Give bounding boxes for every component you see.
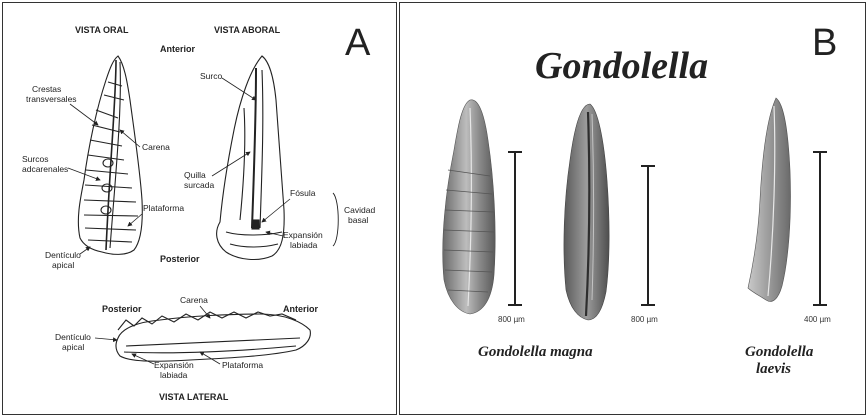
panel-b-title: Gondolella	[535, 45, 708, 87]
header-anterior-top: Anterior	[160, 44, 196, 54]
label-cavidad-1: Cavidad	[344, 205, 375, 215]
label-denticulo-2: apical	[52, 260, 74, 270]
specimen-1-image	[443, 100, 495, 314]
panel-a-letter: A	[345, 22, 371, 64]
header-posterior-mid: Posterior	[160, 254, 200, 264]
label-lat-expansion-2: labiada	[160, 370, 188, 380]
label-plataforma: Plataforma	[143, 203, 184, 213]
oral-view-drawing	[78, 56, 142, 254]
header-vista-oral: VISTA ORAL	[75, 25, 129, 35]
label-surcos-1: Surcos	[22, 154, 48, 164]
header-anterior-lateral: Anterior	[283, 304, 319, 314]
brace-cavidad	[333, 193, 338, 246]
scale-label-3: 400 µm	[804, 315, 831, 324]
species-label-1: Gondolella magna	[478, 344, 593, 360]
label-cavidad-2: basal	[348, 215, 368, 225]
scale-label-1: 800 µm	[498, 315, 525, 324]
scale-label-2: 800 µm	[631, 315, 658, 324]
arrow-fosula	[262, 199, 290, 222]
arrow-lat-plataforma	[200, 352, 220, 364]
arrow-lat-denticulo	[95, 338, 117, 340]
header-vista-aboral: VISTA ABORAL	[214, 25, 281, 35]
arrow-surco	[222, 78, 256, 100]
label-surco: Surco	[200, 71, 222, 81]
label-lat-carena: Carena	[180, 295, 208, 305]
label-surcos-2: adcarenales	[22, 164, 68, 174]
specimen-2-image	[564, 104, 609, 320]
label-expansion-1: Expansión	[283, 230, 323, 240]
arrow-lat-expansion	[132, 354, 154, 364]
label-lat-expansion-1: Expansión	[154, 360, 194, 370]
label-crestas-2: transversales	[26, 94, 77, 104]
arrow-crestas	[70, 104, 98, 125]
label-carena: Carena	[142, 142, 170, 152]
label-quilla-1: Quilla	[184, 170, 206, 180]
header-posterior-lateral: Posterior	[102, 304, 142, 314]
arrow-denticulo	[80, 247, 90, 254]
species-label-2-line1: Gondolella	[745, 344, 814, 360]
arrow-carena	[120, 130, 140, 147]
label-crestas-1: Crestas	[32, 84, 61, 94]
species-label-2-line2: laevis	[756, 361, 791, 377]
panel-b-letter: B	[812, 22, 837, 64]
label-lat-denticulo-2: apical	[62, 342, 84, 352]
label-lat-plataforma: Plataforma	[222, 360, 263, 370]
header-vista-lateral: VISTA LATERAL	[159, 392, 229, 402]
label-denticulo-1: Dentículo	[45, 250, 81, 260]
label-expansion-2: labiada	[290, 240, 318, 250]
specimen-3-image	[748, 98, 791, 301]
lateral-view-drawing	[116, 312, 310, 361]
label-lat-denticulo-1: Dentículo	[55, 332, 91, 342]
aboral-view-drawing	[217, 56, 285, 259]
label-fosula: Fósula	[290, 188, 316, 198]
label-quilla-2: surcada	[184, 180, 215, 190]
